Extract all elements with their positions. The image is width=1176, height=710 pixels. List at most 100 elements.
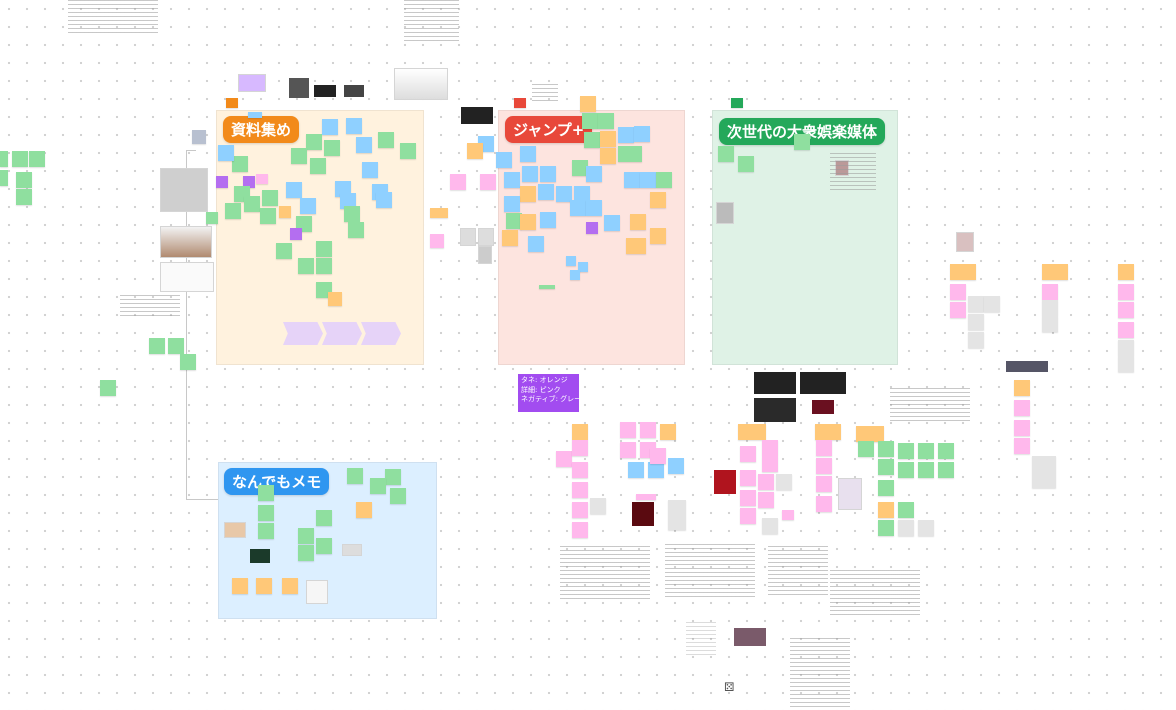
- sticky-note[interactable]: [918, 462, 934, 478]
- sticky-note[interactable]: [1014, 420, 1030, 436]
- sticky-note[interactable]: [968, 296, 984, 312]
- sticky-note[interactable]: [776, 474, 792, 490]
- sticky-note[interactable]: [604, 215, 620, 231]
- image-card[interactable]: [478, 246, 492, 264]
- image-card[interactable]: [342, 544, 362, 556]
- frame-jisedai[interactable]: [712, 110, 898, 365]
- sticky-note[interactable]: [225, 203, 241, 219]
- sticky-note[interactable]: [540, 166, 556, 182]
- sticky-note[interactable]: [762, 456, 778, 472]
- sticky-note[interactable]: [758, 492, 774, 508]
- sticky-note[interactable]: [520, 146, 536, 162]
- sticky-note[interactable]: [556, 186, 572, 202]
- sticky-note[interactable]: [316, 258, 332, 274]
- sticky-note[interactable]: [556, 451, 572, 467]
- sticky-note[interactable]: [630, 214, 646, 230]
- image-card[interactable]: [714, 470, 736, 494]
- sticky-note[interactable]: [16, 172, 32, 188]
- sticky-note[interactable]: [328, 292, 342, 306]
- sticky-note[interactable]: [878, 459, 894, 475]
- sticky-note[interactable]: [794, 134, 810, 150]
- sticky-note[interactable]: [286, 182, 302, 198]
- image-card[interactable]: [632, 502, 654, 526]
- image-card[interactable]: [734, 628, 766, 646]
- sticky-note[interactable]: [740, 446, 756, 462]
- sticky-note[interactable]: [738, 424, 766, 440]
- sticky-note[interactable]: [0, 151, 8, 167]
- sticky-note[interactable]: [450, 174, 466, 190]
- sticky-note[interactable]: [898, 462, 914, 478]
- sticky-note[interactable]: [816, 458, 832, 474]
- sticky-note[interactable]: [816, 496, 832, 512]
- sticky-note[interactable]: [570, 200, 586, 216]
- sticky-note[interactable]: [572, 424, 588, 440]
- sticky-note[interactable]: [316, 241, 332, 257]
- sticky-note[interactable]: [1118, 284, 1134, 300]
- sticky-note[interactable]: [520, 214, 536, 230]
- sticky-note[interactable]: [502, 230, 518, 246]
- sticky-note[interactable]: [276, 243, 292, 259]
- sticky-note[interactable]: [572, 440, 588, 456]
- sticky-note[interactable]: [858, 441, 874, 457]
- sticky-note[interactable]: [572, 502, 588, 518]
- sticky-note[interactable]: [514, 98, 526, 108]
- sticky-note[interactable]: [260, 208, 276, 224]
- sticky-note[interactable]: [584, 132, 600, 148]
- image-card[interactable]: [754, 372, 796, 394]
- sticky-note[interactable]: [370, 478, 386, 494]
- image-card[interactable]: [344, 85, 364, 97]
- sticky-note[interactable]: [572, 160, 588, 176]
- sticky-note[interactable]: [586, 222, 598, 234]
- sticky-note[interactable]: [232, 156, 248, 172]
- sticky-note[interactable]: [168, 338, 184, 354]
- sticky-note[interactable]: [650, 228, 666, 244]
- sticky-note[interactable]: [430, 234, 444, 248]
- sticky-note[interactable]: [618, 146, 642, 162]
- sticky-note[interactable]: [346, 118, 362, 134]
- legend-note[interactable]: タネ: オレンジ 詳細: ピンク ネガティブ: グレー: [518, 374, 581, 412]
- sticky-note[interactable]: [248, 112, 262, 118]
- sticky-note[interactable]: [856, 426, 884, 442]
- sticky-note[interactable]: [149, 338, 165, 354]
- sticky-note[interactable]: [1118, 264, 1134, 280]
- sticky-note[interactable]: [740, 470, 756, 486]
- sticky-note[interactable]: [540, 212, 556, 228]
- sticky-note[interactable]: [938, 443, 954, 459]
- sticky-note[interactable]: [348, 222, 364, 238]
- sticky-note[interactable]: [29, 151, 45, 167]
- sticky-note[interactable]: [782, 510, 794, 520]
- frame-title-jump[interactable]: ジャンプ+: [505, 116, 593, 143]
- image-card[interactable]: [956, 232, 974, 252]
- sticky-note[interactable]: [648, 462, 664, 478]
- sticky-note[interactable]: [226, 98, 238, 108]
- sticky-note[interactable]: [628, 462, 644, 478]
- sticky-note[interactable]: [528, 236, 544, 252]
- sticky-note[interactable]: [376, 192, 392, 208]
- sticky-note[interactable]: [324, 140, 340, 156]
- sticky-note[interactable]: [816, 440, 832, 456]
- sticky-note[interactable]: [310, 158, 326, 174]
- sticky-note[interactable]: [291, 148, 307, 164]
- sticky-note[interactable]: [244, 196, 260, 212]
- sticky-note[interactable]: [1042, 316, 1058, 332]
- sticky-note[interactable]: [467, 143, 483, 159]
- sticky-note[interactable]: [520, 186, 536, 202]
- image-card[interactable]: [224, 522, 246, 538]
- sticky-note[interactable]: [668, 500, 686, 530]
- sticky-note[interactable]: [1118, 322, 1134, 338]
- sticky-note[interactable]: [600, 148, 616, 164]
- sticky-note[interactable]: [258, 523, 274, 539]
- sticky-note[interactable]: [634, 126, 650, 142]
- sticky-note[interactable]: [640, 422, 656, 438]
- sticky-note[interactable]: [504, 172, 520, 188]
- image-card[interactable]: [461, 107, 493, 124]
- sticky-note[interactable]: [580, 96, 596, 112]
- sticky-note[interactable]: [298, 528, 314, 544]
- sticky-note[interactable]: [898, 443, 914, 459]
- sticky-note[interactable]: [586, 200, 602, 216]
- sticky-note[interactable]: [385, 469, 401, 485]
- image-card[interactable]: [289, 78, 309, 98]
- sticky-note[interactable]: [1014, 400, 1030, 416]
- sticky-note[interactable]: [650, 192, 666, 208]
- sticky-note[interactable]: [762, 518, 778, 534]
